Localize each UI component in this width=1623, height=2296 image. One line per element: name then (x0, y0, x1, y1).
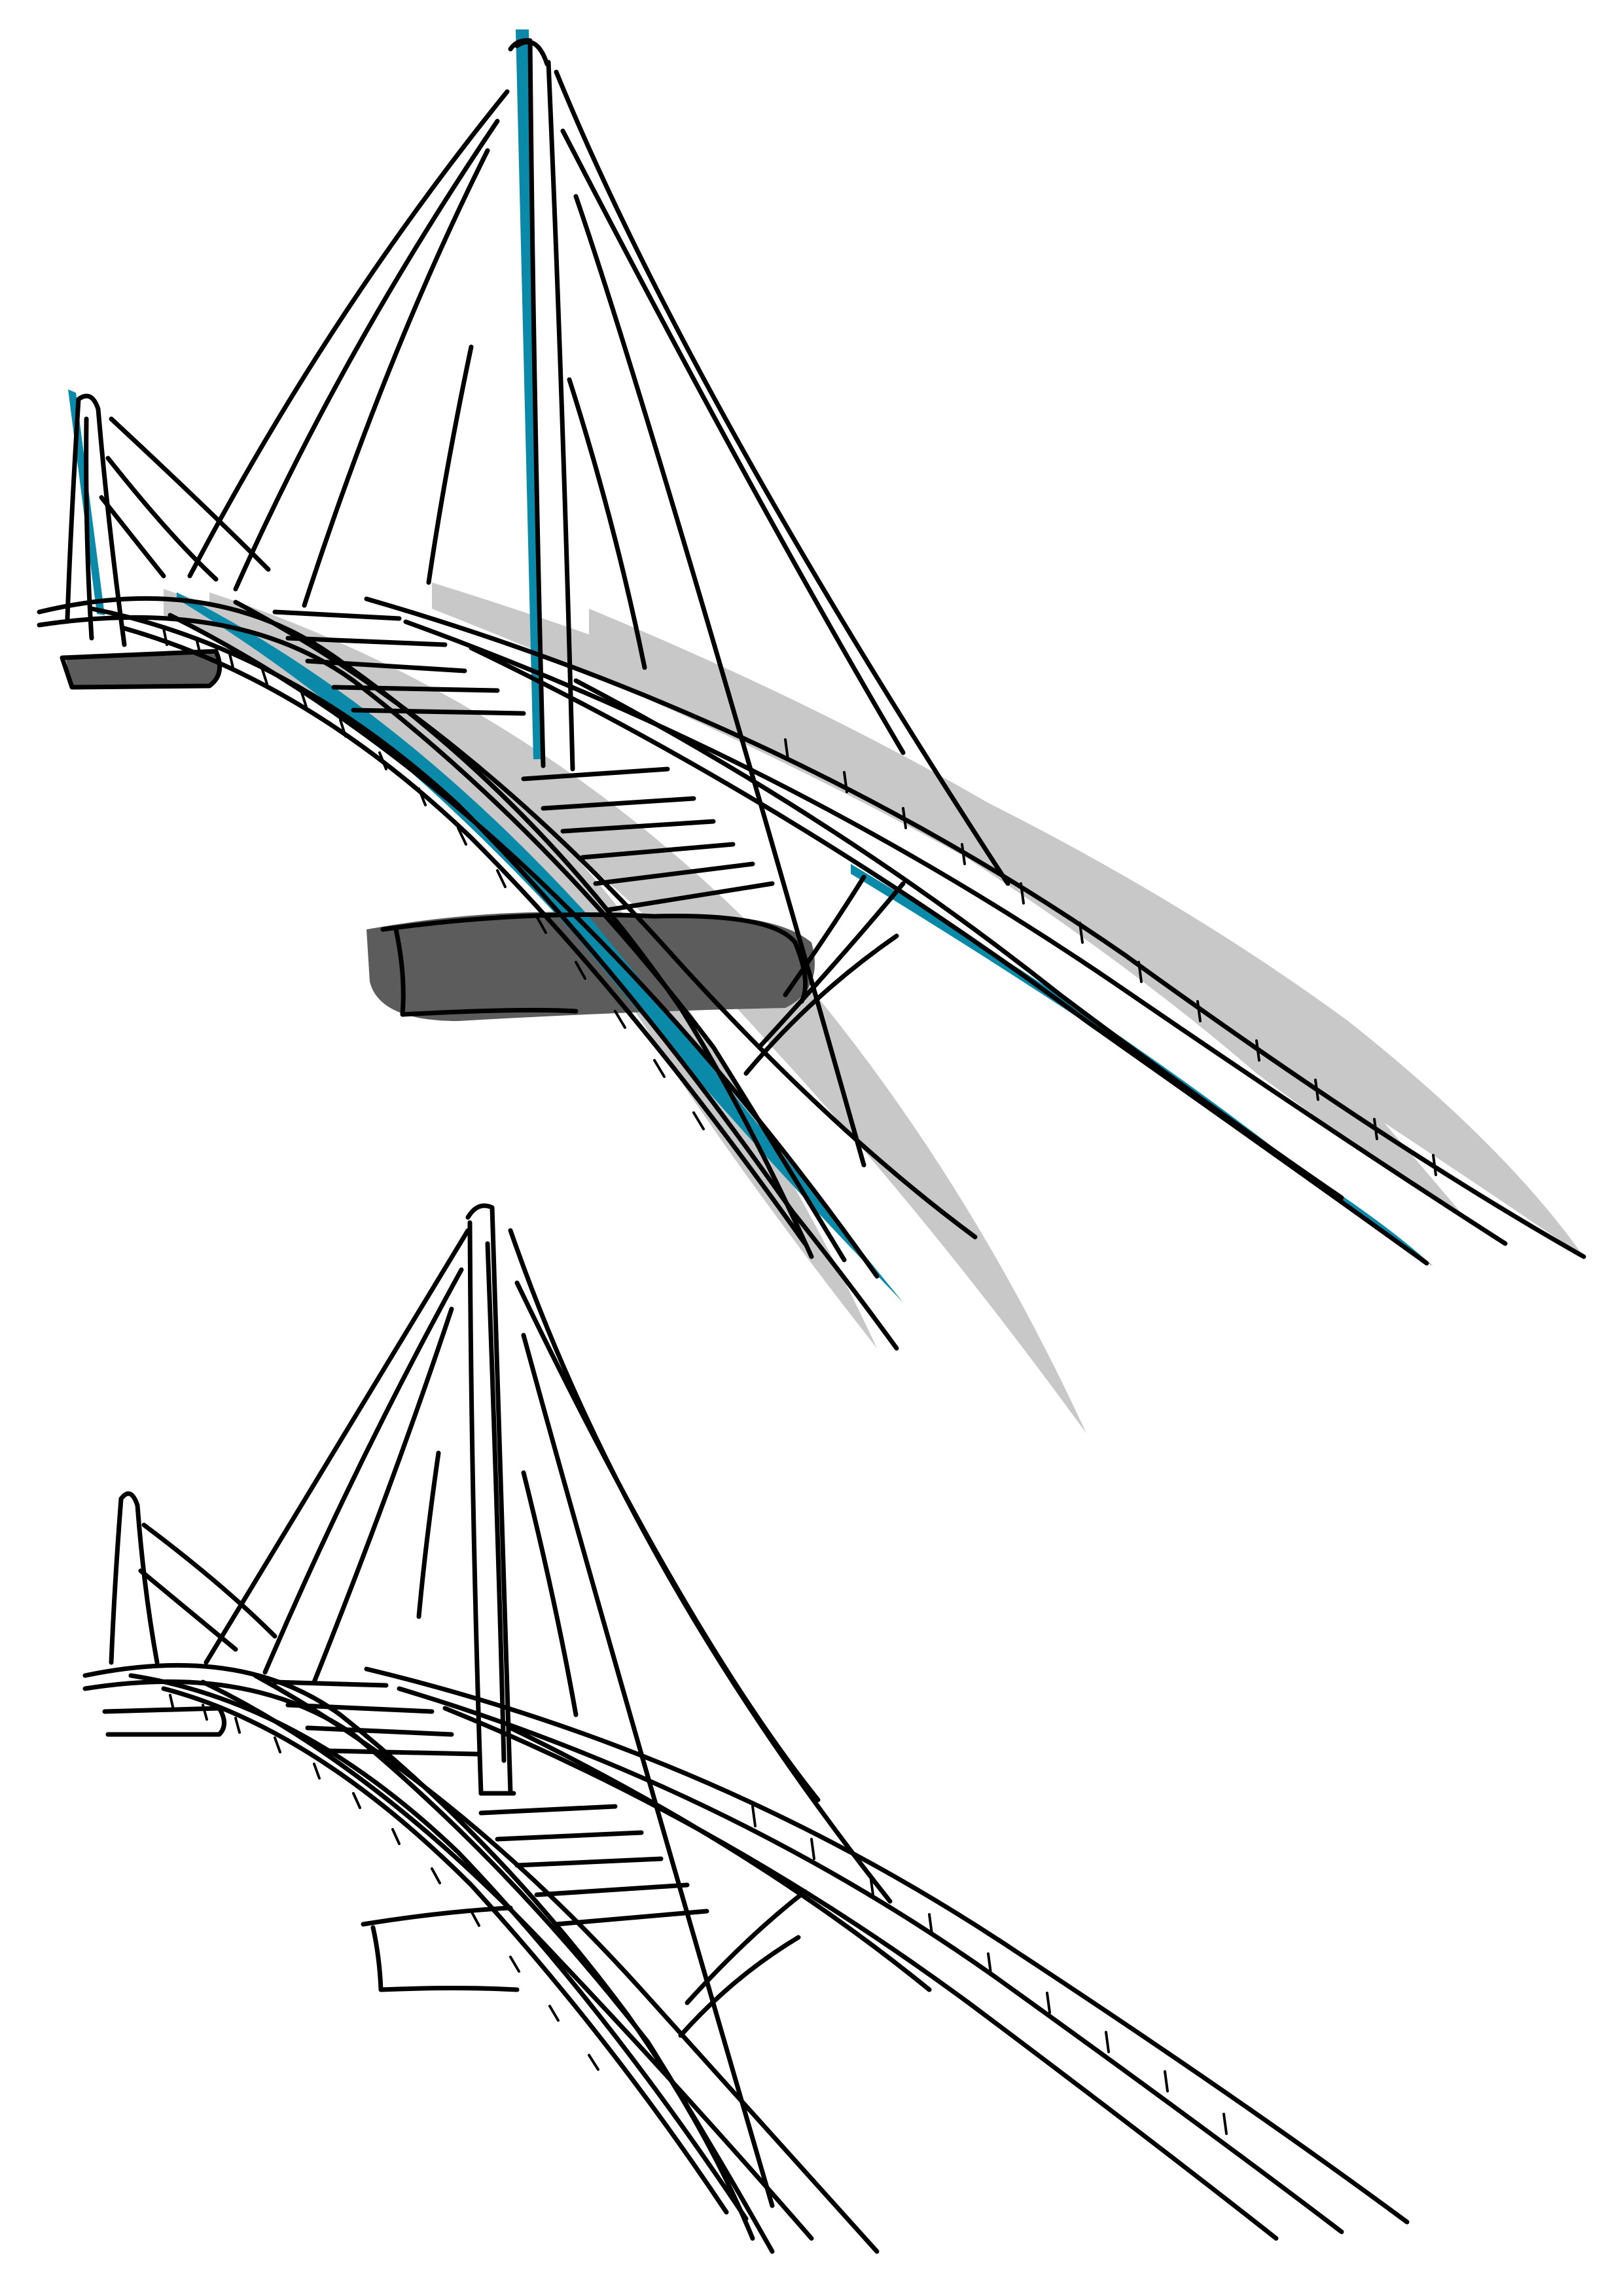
deck-shadow (164, 583, 1584, 1433)
outline-rail-ticks (169, 1694, 1228, 2135)
colored-bridge-sketch (37, 29, 1586, 1433)
bridge-ink-lines (37, 38, 1586, 1351)
line-art-bridge-sketch (82, 1203, 1410, 2254)
bridge-outline-lines (82, 1203, 1410, 2254)
rail-ticks (162, 627, 1437, 1176)
